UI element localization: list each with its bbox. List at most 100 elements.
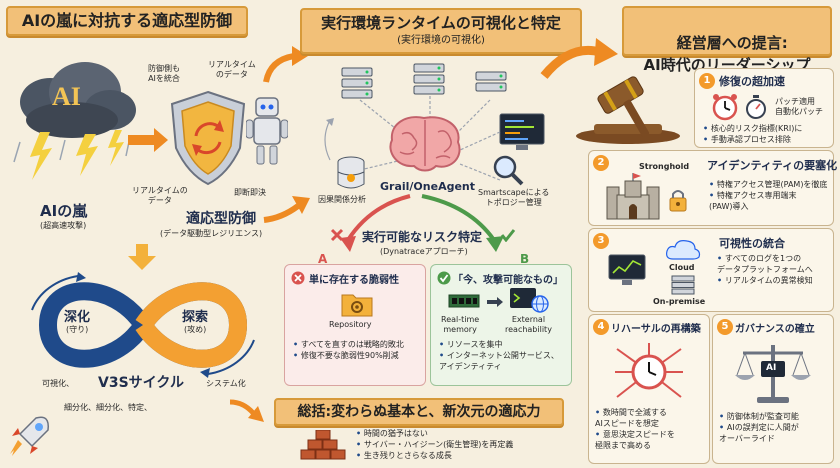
box-b-bullets: リソースを集中 インターネット公開サービス、 アイデンティティ [439, 339, 559, 372]
cycle-right-label: 探索 [182, 310, 209, 325]
cloud-icon [666, 240, 701, 260]
causal-label: 因果関係分析 [318, 195, 366, 204]
cycle-name: V3Sサイクル [98, 375, 184, 391]
defense-label: 適応型防御 [186, 211, 256, 227]
storm-cloud-icon [13, 62, 136, 180]
item-1-number: 1 [699, 73, 715, 89]
item-4-bullet: 意思決定スピードを 極限まで高める [595, 429, 675, 451]
arrow-down-icon [128, 244, 156, 270]
curved-arrow-right-icon [263, 196, 310, 223]
item-1-bullet: 手動承認プロセス排除 [703, 134, 802, 145]
storm-sub: (超高速攻撃) [40, 221, 87, 230]
stopwatch-icon [746, 95, 766, 119]
arrow-small-icon [487, 297, 503, 307]
folder-gear-icon [341, 294, 373, 317]
item-3-bullet: すべてのログを1つの データプラットフォームへ [717, 253, 813, 275]
summary-bullet: 時間の猶予はない [356, 428, 513, 439]
callout-realtime-data-left: リアルタイムの データ [132, 186, 188, 205]
fork-arrows [340, 194, 504, 252]
item-1-title: 修復の超加速 [719, 75, 785, 88]
grail-label: Grail/OneAgent [380, 180, 476, 193]
item-3-title: 可視性の統合 [719, 237, 785, 250]
database-icon [337, 156, 365, 189]
item-3-icon1-label: Cloud [669, 263, 695, 272]
item-1-bullets: 核心的リスク指標(KRI)に 手動承認プロセス排除 [703, 123, 802, 145]
cycle-left-label: 深化 [64, 310, 91, 325]
arrow-to-leadership-icon [540, 38, 618, 79]
item-2-bullet: 特権アクセス管理(PAM)を徹底 [709, 179, 828, 190]
shield-icon [170, 90, 246, 186]
item-5-title: ガバナンスの確立 [735, 324, 815, 335]
castle-icon [606, 173, 660, 220]
center-subtitle: (実行環境の可視化) [397, 35, 485, 46]
v3s-cycle-diagram [31, 272, 255, 378]
item-4-bullet: 数時間で全滅する AIスピードを想定 [595, 407, 675, 429]
path-b-label: B [520, 252, 530, 266]
terminal-globe-icon [510, 288, 549, 313]
center-title: 実行環境ランタイムの可視化と特定 [321, 14, 561, 32]
server-rack-icon [671, 275, 695, 295]
rocket-icon [10, 416, 49, 456]
item-3-bullet: リアルタイムの異常検知 [717, 275, 813, 286]
left-title-banner: AIの嵐に対抗する適応型防御 [6, 6, 248, 36]
item-3-bullets: すべてのログを1つの データプラットフォームへ リアルタイムの異常検知 [717, 253, 813, 286]
box-a-bullet: 修復不要な脆弱性90%削減 [293, 350, 404, 361]
item-2-panel: 2 アイデンティティの要塞化 Stronghold 特権アクセス管理(PAM)を… [588, 150, 838, 226]
robot-icon [246, 97, 288, 165]
check-circle-icon [437, 271, 451, 285]
cloud-ai-text: AI [52, 82, 81, 111]
alarm-clock-icon [712, 94, 738, 121]
cycle-left-sub: (守り) [66, 325, 89, 334]
box-a-title: 単に存在する脆弱性 [309, 275, 399, 286]
smartscape-label: Smartscapeによる トポロジー管理 [478, 188, 550, 207]
memory-chip-icon [448, 294, 480, 308]
box-b-title: 「今、攻撃可能なもの」 [453, 275, 563, 286]
box-a-icon-label: Repository [329, 320, 372, 329]
server-icon-right [475, 71, 507, 92]
x-circle-icon [291, 271, 305, 285]
box-a-panel: 単に存在する脆弱性 Repository すべてを直すのは戦略的敗北 修復不要な… [284, 264, 426, 386]
item-5-panel: 5 ガバナンスの確立 AI 防御体制が監査可能 AIの誤判定に人間が オーバーラ… [712, 314, 834, 464]
callout-quick-decision: 即断即決 [234, 188, 266, 197]
item-4-panel: 4 リハーサルの再構築 数時間で全滅する AIスピードを想定 意思決定スピードを… [588, 314, 710, 464]
summary-title: 総括:変わらぬ基本と、新次元の適応力 [297, 404, 541, 420]
box-b-icon1-label: Real-time memory [441, 315, 480, 334]
box-b-panel: 「今、攻撃可能なもの」 Real-time memory External re… [430, 264, 572, 386]
code-monitor-icon [499, 113, 545, 150]
lock-key-icon [669, 190, 687, 212]
curved-arrow-up-icon [263, 46, 308, 83]
clock-arrows-icon [615, 343, 683, 398]
right-title-banner: 経営層への提言: AI時代のリーダーシップ [622, 6, 832, 74]
item-2-number: 2 [593, 155, 609, 171]
item-1-panel: 1 修復の超加速 パッチ適用 自動化パッチ 核心的リスク指標(KRI)に 手動承… [694, 68, 834, 148]
left-title: AIの嵐に対抗する適応型防御 [21, 11, 233, 30]
box-b-icon2-label: External reachability [505, 315, 552, 334]
item-2-title: アイデンティティの要塞化 [707, 159, 838, 172]
box-b-bullet: リソースを集中 [439, 339, 559, 350]
brick-wall-icon [300, 430, 346, 460]
item-2-bullets: 特権アクセス管理(PAM)を徹底 特権アクセス専用端末 (PAW)導入 [709, 179, 827, 212]
path-a-label: A [318, 252, 328, 266]
item-5-bullet: AIの誤判定に人間が オーバーライド [719, 422, 799, 444]
server-icon-center [413, 63, 445, 95]
defense-sub: (データ駆動型レジリエンス) [160, 229, 263, 238]
box-b-bullet: インターネット公開サービス、 アイデンティティ [439, 350, 559, 372]
summary-bullets: 時間の猶予はない サイバー・ハイジーン(衛生管理)を再定義 生き残りとさらなる成… [356, 428, 514, 461]
item-3-icon2-label: On-premise [653, 297, 706, 306]
x-mark-icon [330, 228, 344, 242]
item-5-icon-text: AI [766, 363, 777, 373]
item-3-panel: 3 可視性の統合 Cloud On-premise すべてのログを1つの データ… [588, 228, 834, 312]
monitor-icon [608, 254, 646, 285]
item-2-icon-label: Stronghold [639, 162, 690, 171]
risk-sub: (Dynatraceアプローチ) [380, 247, 468, 256]
magnifier-icon [493, 155, 524, 186]
cycle-note-bottom: 細分化、細分化、特定、 [64, 403, 152, 412]
item-3-number: 3 [593, 233, 609, 249]
item-5-number: 5 [717, 319, 733, 335]
cycle-right-sub: (攻め) [184, 325, 207, 334]
center-title-banner: 実行環境ランタイムの可視化と特定 (実行環境の可視化) [300, 8, 582, 54]
scale-justice-icon [735, 345, 811, 403]
arrow-right-icon [128, 128, 168, 152]
item-4-title: リハーサルの再構築 [611, 324, 701, 335]
item-1-bullet: 核心的リスク指標(KRI)に [703, 123, 802, 134]
